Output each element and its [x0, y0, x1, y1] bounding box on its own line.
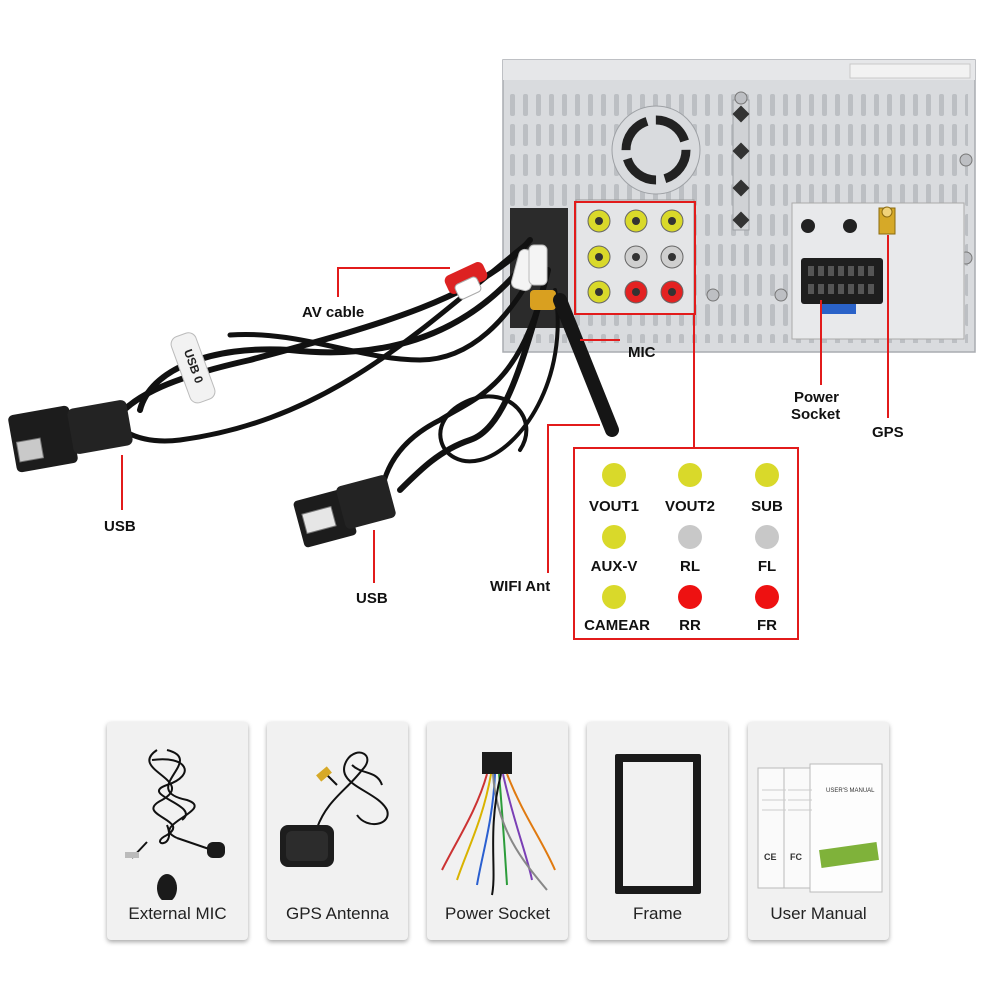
microphone-icon	[125, 749, 225, 900]
accessory-card-gps-antenna: GPS Antenna	[267, 722, 408, 940]
legend-dot-rr	[678, 585, 702, 609]
legend-dot-rl	[678, 525, 702, 549]
legend-label-sub: SUB	[751, 498, 783, 515]
usb-center-label: USB	[356, 590, 388, 607]
legend-dot-sub	[755, 463, 779, 487]
legend-label-aux-v: AUX-V	[590, 558, 638, 575]
legend-dot-fr	[755, 585, 779, 609]
legend-dot-camear	[602, 585, 626, 609]
power-socket-label-line2: Socket	[791, 406, 841, 423]
legend-label-rr: RR	[679, 617, 701, 634]
accessory-label-power-socket: Power Socket	[445, 904, 550, 923]
accessory-card-user-manual: CE FC USER'S MANUAL User Manual	[748, 722, 889, 940]
wiring-harness-icon	[441, 752, 556, 896]
legend-label-vout1: VOUT1	[588, 498, 639, 515]
rca-jack-panel	[587, 209, 684, 304]
accessory-card-external-mic: External MIC	[107, 722, 248, 940]
usb-cable-label	[170, 332, 216, 404]
accessory-label-frame: Frame	[632, 904, 683, 923]
wifi-antenna	[553, 293, 619, 437]
usb-left-label: USB	[104, 518, 136, 535]
manual-icon: CE FC USER'S MANUAL	[757, 763, 883, 893]
wiring-diagram: USB 0	[8, 59, 976, 583]
wifi-ant-label: WIFI Ant	[490, 578, 551, 595]
legend-label-vout2: VOUT2	[664, 498, 715, 515]
rca-color-legend: VOUT1 VOUT2 SUB AUX-V RL FL CAMEAR RR FR	[573, 447, 799, 640]
svg-text:CE: CE	[764, 852, 777, 862]
legend-label-camear: CAMEAR	[584, 617, 650, 634]
legend-label-fl: FL	[757, 558, 777, 575]
accessory-card-power-socket: Power Socket	[427, 722, 568, 940]
av-cable-plugs	[444, 244, 556, 310]
legend-label-rl: RL	[680, 558, 700, 575]
usb-connector-left	[8, 400, 133, 473]
gps-antenna-icon	[280, 751, 389, 867]
legend-dot-vout1	[602, 463, 626, 487]
legend-dot-fl	[755, 525, 779, 549]
av-cable-label: AV cable	[302, 304, 365, 321]
callout-lines	[121, 201, 889, 583]
legend-dot-aux-v	[602, 525, 626, 549]
legend-dot-vout2	[678, 463, 702, 487]
accessory-label-gps-antenna: GPS Antenna	[285, 904, 390, 923]
legend-label-fr: FR	[757, 617, 777, 634]
svg-text:FC: FC	[790, 852, 802, 862]
frame-icon	[615, 754, 701, 894]
head-unit-chassis	[502, 59, 976, 353]
usb-connector-center	[293, 475, 396, 548]
accessory-card-frame: Frame	[587, 722, 728, 940]
manual-cover-text: USER'S MANUAL	[826, 788, 875, 794]
accessory-label-user-manual: User Manual	[770, 904, 867, 923]
gps-label: GPS	[872, 424, 904, 441]
accessory-label-external-mic: External MIC	[128, 904, 227, 923]
power-socket-label-line1: Power	[794, 389, 840, 406]
mic-label: MIC	[628, 344, 656, 361]
cable-bundle	[107, 237, 560, 513]
